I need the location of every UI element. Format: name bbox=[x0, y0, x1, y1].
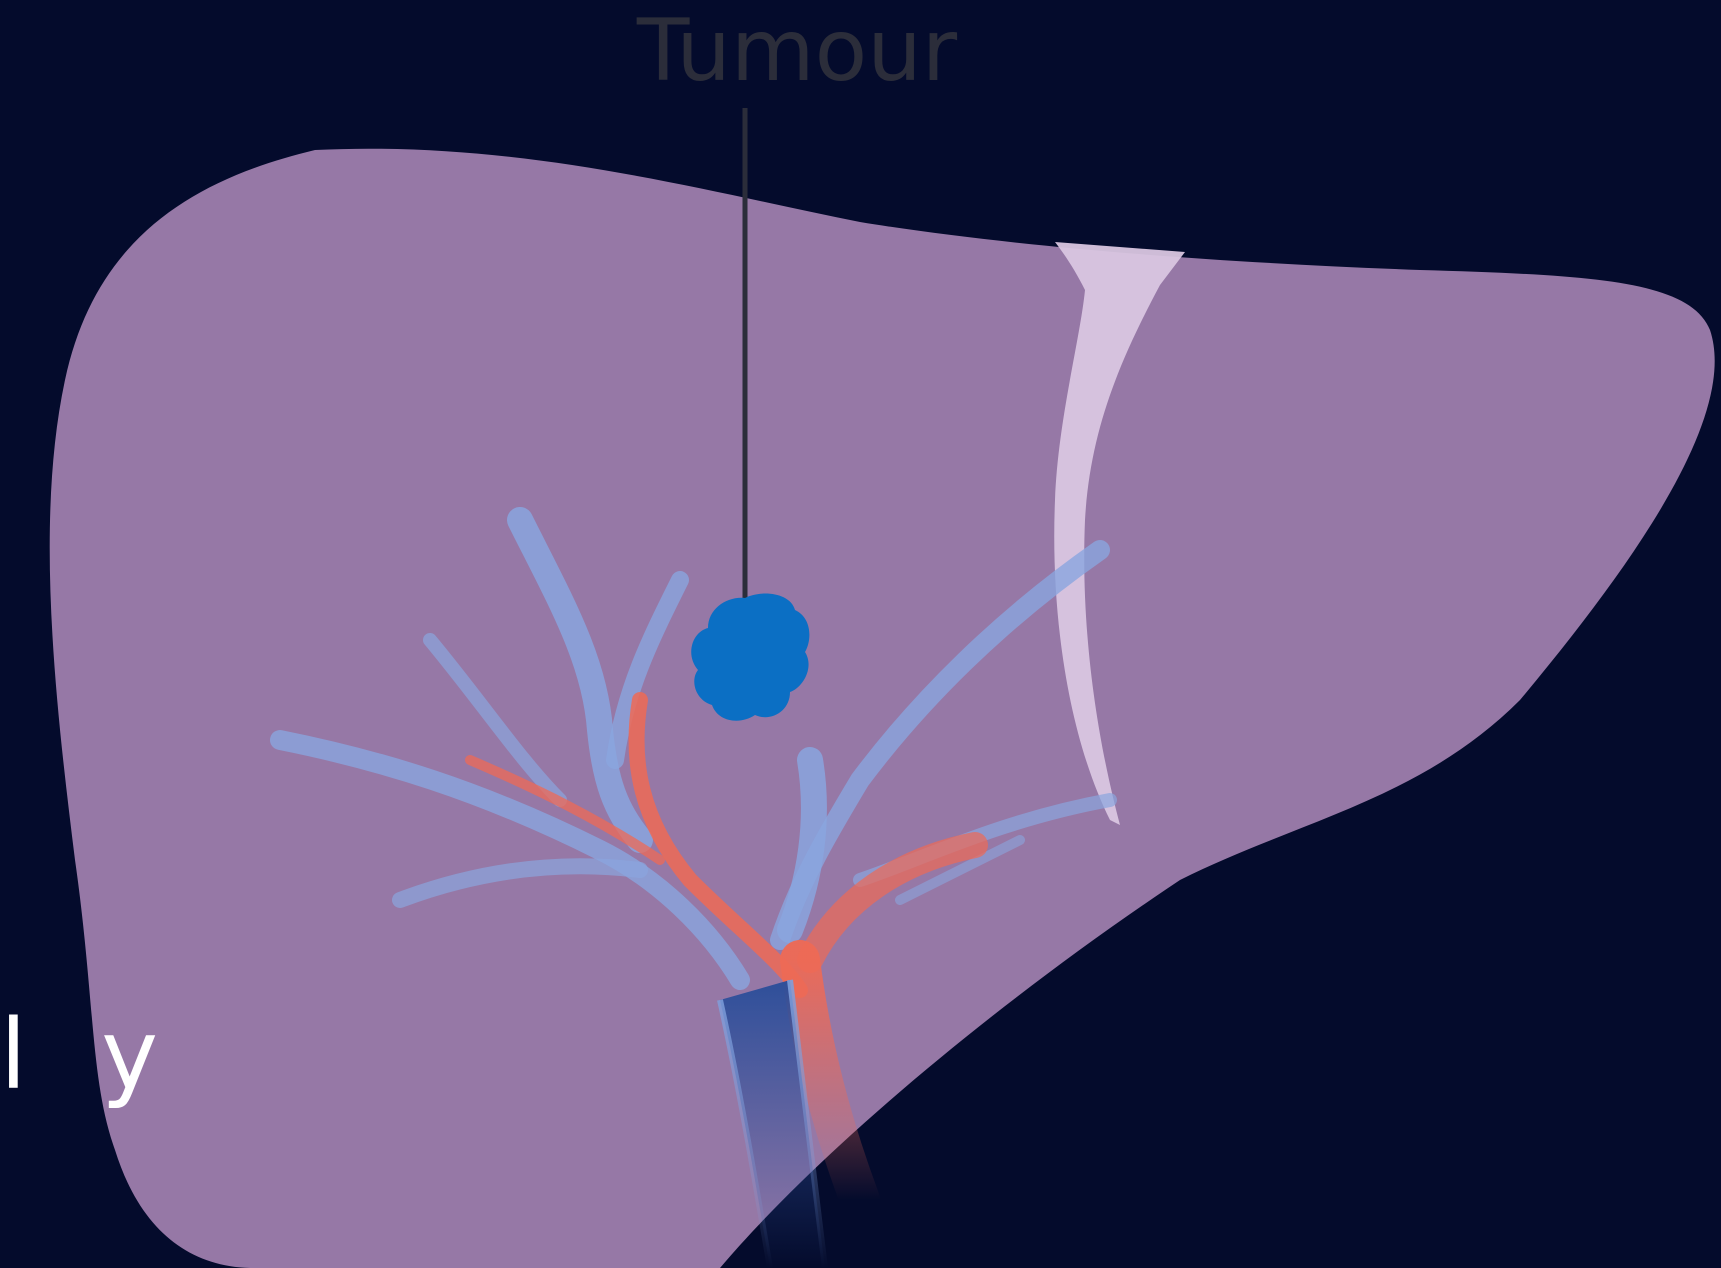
liver-shape bbox=[50, 149, 1715, 1268]
side-text-line-2: ) bbox=[0, 1120, 19, 1240]
tumour-label: Tumour bbox=[636, 1, 958, 101]
side-text-line-1: l y bbox=[0, 1005, 180, 1105]
